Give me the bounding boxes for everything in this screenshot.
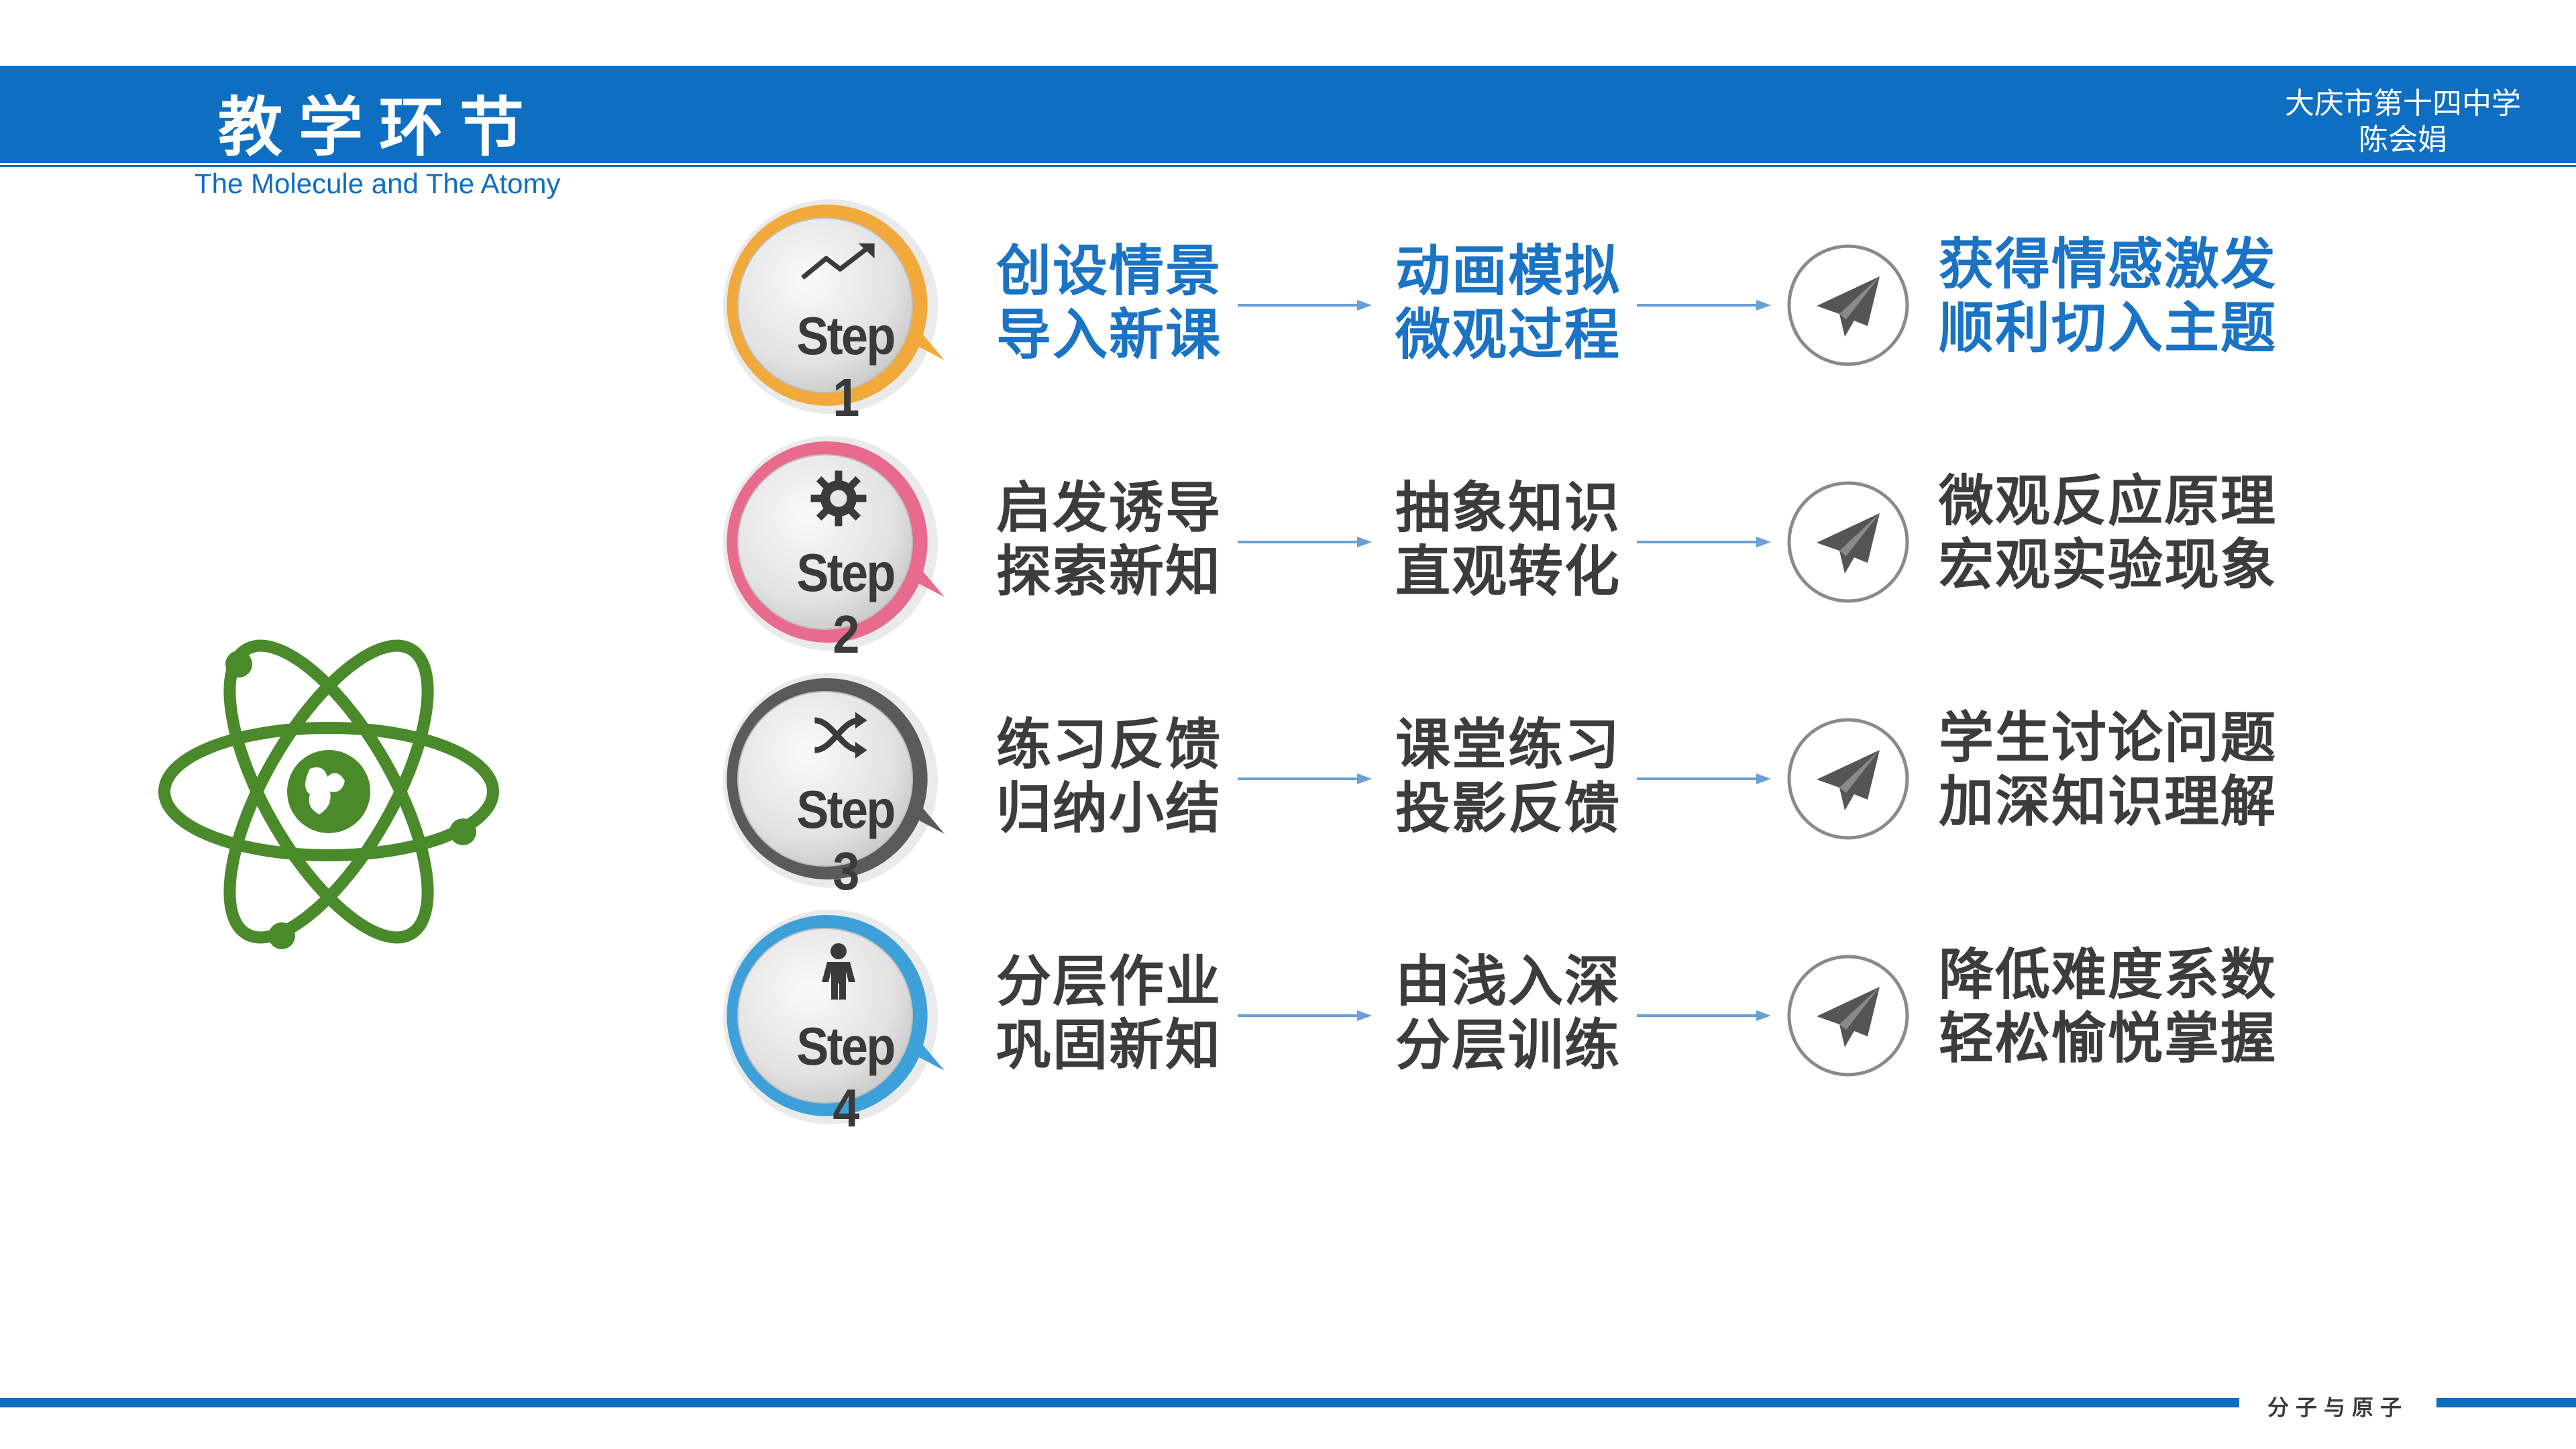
goal-line: 顺利切入主题 xyxy=(1939,297,2277,360)
shuffle-icon xyxy=(798,702,879,769)
goal-line: 轻松愉悦掌握 xyxy=(1939,1007,2277,1071)
school-name: 大庆市第十四中学 xyxy=(2285,87,2521,121)
paper-plane-icon xyxy=(1787,955,1909,1077)
teacher-name: 陈会娟 xyxy=(2359,123,2447,157)
page-title: 教学环节 xyxy=(218,90,540,165)
right-arrow-icon xyxy=(1637,1010,1771,1021)
step-stage: 创设情景导入新课 xyxy=(996,239,1222,367)
step-row: Step 1 创设情景导入新课 动画模拟微观过程 获得情感激发顺利切入主题 xyxy=(0,191,2576,427)
right-arrow-icon xyxy=(1637,300,1771,311)
step-label: Step 2 xyxy=(796,543,896,664)
step-label: Step 3 xyxy=(796,780,896,901)
step-goal: 微观反应原理宏观实验现象 xyxy=(1939,470,2277,597)
stage-line: 巩固新知 xyxy=(996,1014,1222,1077)
stage-line: 归纳小结 xyxy=(996,777,1222,841)
footer-line-right xyxy=(2436,1398,2576,1407)
person-icon xyxy=(798,938,879,1006)
right-arrow-icon xyxy=(1637,773,1771,784)
step-method: 课堂练习投影反馈 xyxy=(1395,713,1621,841)
method-line: 微观过程 xyxy=(1395,303,1621,367)
method-line: 直观转化 xyxy=(1395,540,1621,604)
step-stage: 练习反馈归纳小结 xyxy=(996,713,1222,841)
step-method: 由浅入深分层训练 xyxy=(1395,950,1621,1077)
goal-line: 宏观实验现象 xyxy=(1939,533,2277,597)
footer-line-left xyxy=(0,1398,2239,1407)
footer-label: 分子与原子 xyxy=(2267,1395,2409,1420)
stage-line: 分层作业 xyxy=(996,950,1222,1014)
right-arrow-icon xyxy=(1238,773,1372,784)
atom-icon xyxy=(158,639,499,949)
goal-line: 微观反应原理 xyxy=(1939,470,2277,533)
paper-plane-icon xyxy=(1787,244,1909,366)
step-goal: 获得情感激发顺利切入主题 xyxy=(1939,233,2277,360)
stage-line: 启发诱导 xyxy=(996,476,1222,540)
step-goal: 学生讨论问题加深知识理解 xyxy=(1939,706,2277,834)
paper-plane-icon xyxy=(1787,481,1909,603)
gear-icon xyxy=(798,465,879,532)
right-arrow-icon xyxy=(1238,537,1372,547)
right-arrow-icon xyxy=(1637,537,1771,547)
step-method: 动画模拟微观过程 xyxy=(1395,239,1621,367)
stage-line: 练习反馈 xyxy=(996,713,1222,777)
step-row: Step 4 分层作业巩固新知 由浅入深分层训练 降低难度系数轻松愉悦掌握 xyxy=(0,902,2576,1138)
step-bubble xyxy=(723,436,945,651)
author-block: 大庆市第十四中学 陈会娟 xyxy=(2269,86,2537,158)
goal-line: 学生讨论问题 xyxy=(1939,706,2277,770)
stage-line: 探索新知 xyxy=(996,540,1222,604)
stage-line: 创设情景 xyxy=(996,239,1222,303)
step-row: Step 3 练习反馈归纳小结 课堂练习投影反馈 学生讨论问题加深知识理解 xyxy=(0,665,2576,901)
page-subtitle: The Molecule and The Atomy xyxy=(195,168,561,199)
goal-line: 降低难度系数 xyxy=(1939,943,2277,1007)
paper-plane-icon xyxy=(1787,718,1909,840)
step-bubble xyxy=(723,910,945,1124)
step-bubble xyxy=(723,673,945,888)
step-method: 抽象知识直观转化 xyxy=(1395,476,1621,604)
goal-line: 获得情感激发 xyxy=(1939,233,2277,297)
method-line: 投影反馈 xyxy=(1395,777,1621,841)
method-line: 由浅入深 xyxy=(1395,950,1621,1014)
step-stage: 启发诱导探索新知 xyxy=(996,476,1222,604)
right-arrow-icon xyxy=(1238,300,1372,311)
method-line: 分层训练 xyxy=(1395,1014,1621,1077)
step-bubble xyxy=(723,199,945,414)
step-goal: 降低难度系数轻松愉悦掌握 xyxy=(1939,943,2277,1071)
header-divider xyxy=(0,165,2576,167)
step-label: Step 1 xyxy=(796,306,896,427)
method-line: 抽象知识 xyxy=(1395,476,1621,540)
step-row: Step 2 启发诱导探索新知 抽象知识直观转化 微观反应原理宏观实验现象 xyxy=(0,428,2576,664)
step-label: Step 4 xyxy=(796,1016,896,1138)
header-band xyxy=(0,66,2576,163)
goal-line: 加深知识理解 xyxy=(1939,770,2277,834)
method-line: 动画模拟 xyxy=(1395,239,1621,303)
step-stage: 分层作业巩固新知 xyxy=(996,950,1222,1077)
trend-arrow-icon xyxy=(798,228,879,295)
method-line: 课堂练习 xyxy=(1395,713,1621,777)
right-arrow-icon xyxy=(1238,1010,1372,1021)
stage-line: 导入新课 xyxy=(996,303,1222,367)
